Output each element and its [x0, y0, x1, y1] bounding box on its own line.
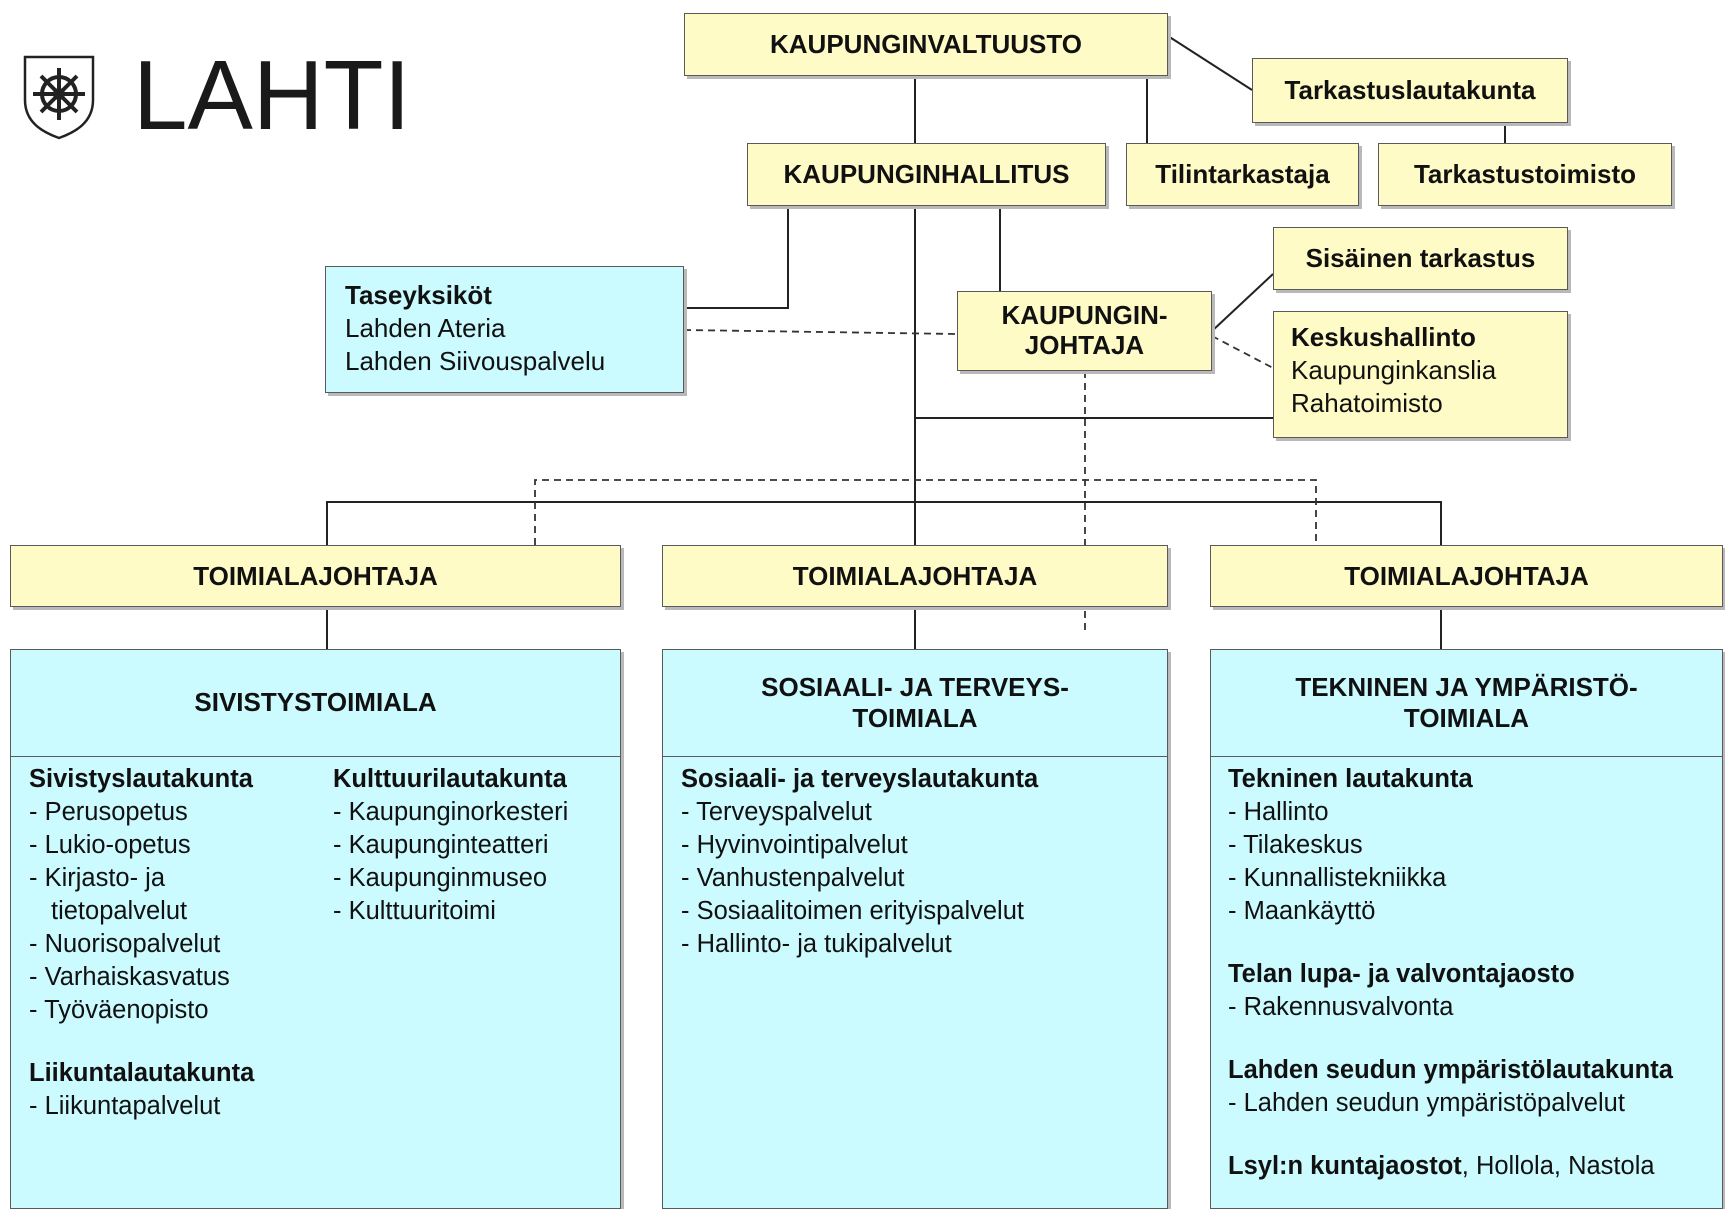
service-item: - Kaupunginteatteri [333, 831, 549, 859]
service-item: - Hallinto [1228, 798, 1329, 826]
service-item: - Työväenopisto [29, 996, 209, 1024]
committee-heading: Tekninen lautakunta [1228, 765, 1473, 793]
kaupunginvaltuusto-label: KAUPUNGINVALTUUSTO [770, 29, 1082, 59]
line-distribution [326, 501, 1442, 545]
kulttuurilautakunta-column: Kulttuurilautakunta - Kaupunginorkesteri… [333, 763, 568, 928]
kaupunginjohtaja-label-2: JOHTAJA [1024, 330, 1145, 360]
sisainen-tarkastus-label: Sisäinen tarkastus [1305, 243, 1536, 273]
department-title-line: TEKNINEN JA YMPÄRISTÖ- [1295, 671, 1638, 702]
service-item: - Terveyspalvelut [681, 798, 872, 826]
sosiaali-terveyslautakunta-column: Sosiaali- ja terveyslautakunta - Terveys… [681, 763, 1038, 961]
department-title: SOSIAALI- JA TERVEYS- TOIMIALA [663, 650, 1167, 757]
committee-heading: Lahden seudun ympäristölautakunta [1228, 1056, 1673, 1084]
taseyksikot-item: Lahden Ateria [345, 313, 506, 343]
taseyksikot-title: Taseyksiköt [345, 280, 492, 310]
committee-heading-tail: , Hollola, Nastola [1461, 1152, 1655, 1180]
sisainen-tarkastus-box: Sisäinen tarkastus [1273, 227, 1568, 290]
committee-heading: Sosiaali- ja terveyslautakunta [681, 765, 1039, 793]
service-item: - Kaupunginorkesteri [333, 798, 569, 826]
kaupunginjohtaja-label-1: KAUPUNGIN- [1001, 300, 1168, 331]
tekninen-lautakunta-column: Tekninen lautakunta - Hallinto - Tilakes… [1228, 763, 1673, 1183]
toimialajohtaja-label: TOIMIALAJOHTAJA [792, 560, 1038, 591]
committee-heading: Telan lupa- ja valvontajaosto [1228, 960, 1575, 988]
service-item: - Tilakeskus [1228, 831, 1363, 859]
tarkastustoimisto-box: Tarkastustoimisto [1378, 143, 1672, 206]
committee-heading: Sivistyslautakunta [29, 765, 253, 793]
tarkastuslautakunta-box: Tarkastuslautakunta [1252, 58, 1568, 123]
department-title-line: SOSIAALI- JA TERVEYS- [761, 671, 1069, 702]
tarkastustoimisto-label: Tarkastustoimisto [1413, 159, 1636, 189]
service-item: - Kulttuuritoimi [333, 897, 496, 925]
toimialajohtaja-box-3: TOIMIALAJOHTAJA [1210, 545, 1723, 607]
logo-text: LAHTI [133, 40, 411, 150]
service-item: - Kunnallistekniikka [1228, 864, 1447, 892]
toimialajohtaja-label: TOIMIALAJOHTAJA [1344, 560, 1589, 591]
line-hallitus-taseyksikot [684, 206, 789, 309]
service-item: - Hyvinvointipalvelut [681, 831, 908, 859]
department-title-line: SIVISTYSTOIMIALA [194, 687, 437, 718]
taseyksikot-box: Taseyksiköt Lahden Ateria Lahden Siivous… [325, 266, 684, 393]
service-item: - Varhaiskasvatus [29, 963, 230, 991]
toimialajohtaja-label: TOIMIALAJOHTAJA [193, 560, 438, 591]
service-item: - Vanhustenpalvelut [681, 864, 905, 892]
kaupunginhallitus-box: KAUPUNGINHALLITUS [747, 143, 1106, 206]
kaupunginvaltuusto-box: KAUPUNGINVALTUUSTO [684, 13, 1168, 76]
service-item: - Hallinto- ja tukipalvelut [681, 930, 952, 958]
wheel-coat-of-arms-icon [23, 55, 95, 140]
department-title: TEKNINEN JA YMPÄRISTÖ- TOIMIALA [1211, 650, 1722, 757]
kaupunginhallitus-label: KAUPUNGINHALLITUS [783, 159, 1070, 189]
sivistystoimiala-box: SIVISTYSTOIMIALA Sivistyslautakunta - Pe… [10, 649, 621, 1209]
dashed-johtaja-keskushallinto [1211, 335, 1274, 369]
toimialajohtaja-box-1: TOIMIALAJOHTAJA [10, 545, 621, 607]
department-title-line: TOIMIALA [852, 703, 978, 733]
sivistyslautakunta-column: Sivistyslautakunta - Perusopetus - Lukio… [29, 763, 254, 1123]
service-item: - Kaupunginmuseo [333, 864, 548, 892]
keskushallinto-item: Rahatoimisto [1291, 388, 1443, 418]
service-item: - Rakennusvalvonta [1228, 993, 1454, 1021]
tilintarkastaja-box: Tilintarkastaja [1126, 143, 1359, 206]
keskushallinto-item: Kaupunginkanslia [1291, 355, 1497, 385]
service-item: - Lukio-opetus [29, 831, 191, 859]
tarkastuslautakunta-label: Tarkastuslautakunta [1284, 75, 1536, 105]
dashed-johtaja-taseyksikot [683, 329, 958, 335]
toimialajohtaja-box-2: TOIMIALAJOHTAJA [662, 545, 1168, 607]
committee-heading: Liikuntalautakunta [29, 1059, 255, 1087]
service-item: - Kirjasto- ja [29, 864, 166, 892]
service-item: - Sosiaalitoimen erityispalvelut [681, 897, 1024, 925]
service-item: - Maankäyttö [1228, 897, 1376, 925]
service-item: tietopalvelut [51, 897, 188, 925]
service-item: - Perusopetus [29, 798, 188, 826]
kaupunginjohtaja-box: KAUPUNGIN- JOHTAJA [957, 291, 1212, 371]
tekninen-ymparistotoimiala-box: TEKNINEN JA YMPÄRISTÖ- TOIMIALA Tekninen… [1210, 649, 1723, 1209]
line-johtaja-sisainen [1211, 273, 1274, 332]
keskushallinto-box: Keskushallinto Kaupunginkanslia Rahatoim… [1273, 311, 1568, 438]
line-valtuusto-tarkastuslautakunta [1167, 35, 1253, 91]
service-item: - Lahden seudun ympäristöpalvelut [1228, 1089, 1625, 1117]
service-item: - Liikuntapalvelut [29, 1092, 221, 1120]
committee-heading: Lsyl:n kuntajaostot [1228, 1152, 1462, 1180]
department-title: SIVISTYSTOIMIALA [11, 650, 620, 757]
keskushallinto-title: Keskushallinto [1291, 322, 1476, 352]
department-title-line: TOIMIALA [1403, 703, 1530, 733]
service-item: - Nuorisopalvelut [29, 930, 221, 958]
taseyksikot-item: Lahden Siivouspalvelu [345, 346, 606, 376]
dashed-distribution [534, 479, 1317, 545]
committee-heading: Kulttuurilautakunta [333, 765, 567, 793]
sosiaali-terveystoimiala-box: SOSIAALI- JA TERVEYS- TOIMIALA Sosiaali-… [662, 649, 1168, 1209]
tilintarkastaja-label: Tilintarkastaja [1155, 159, 1330, 189]
